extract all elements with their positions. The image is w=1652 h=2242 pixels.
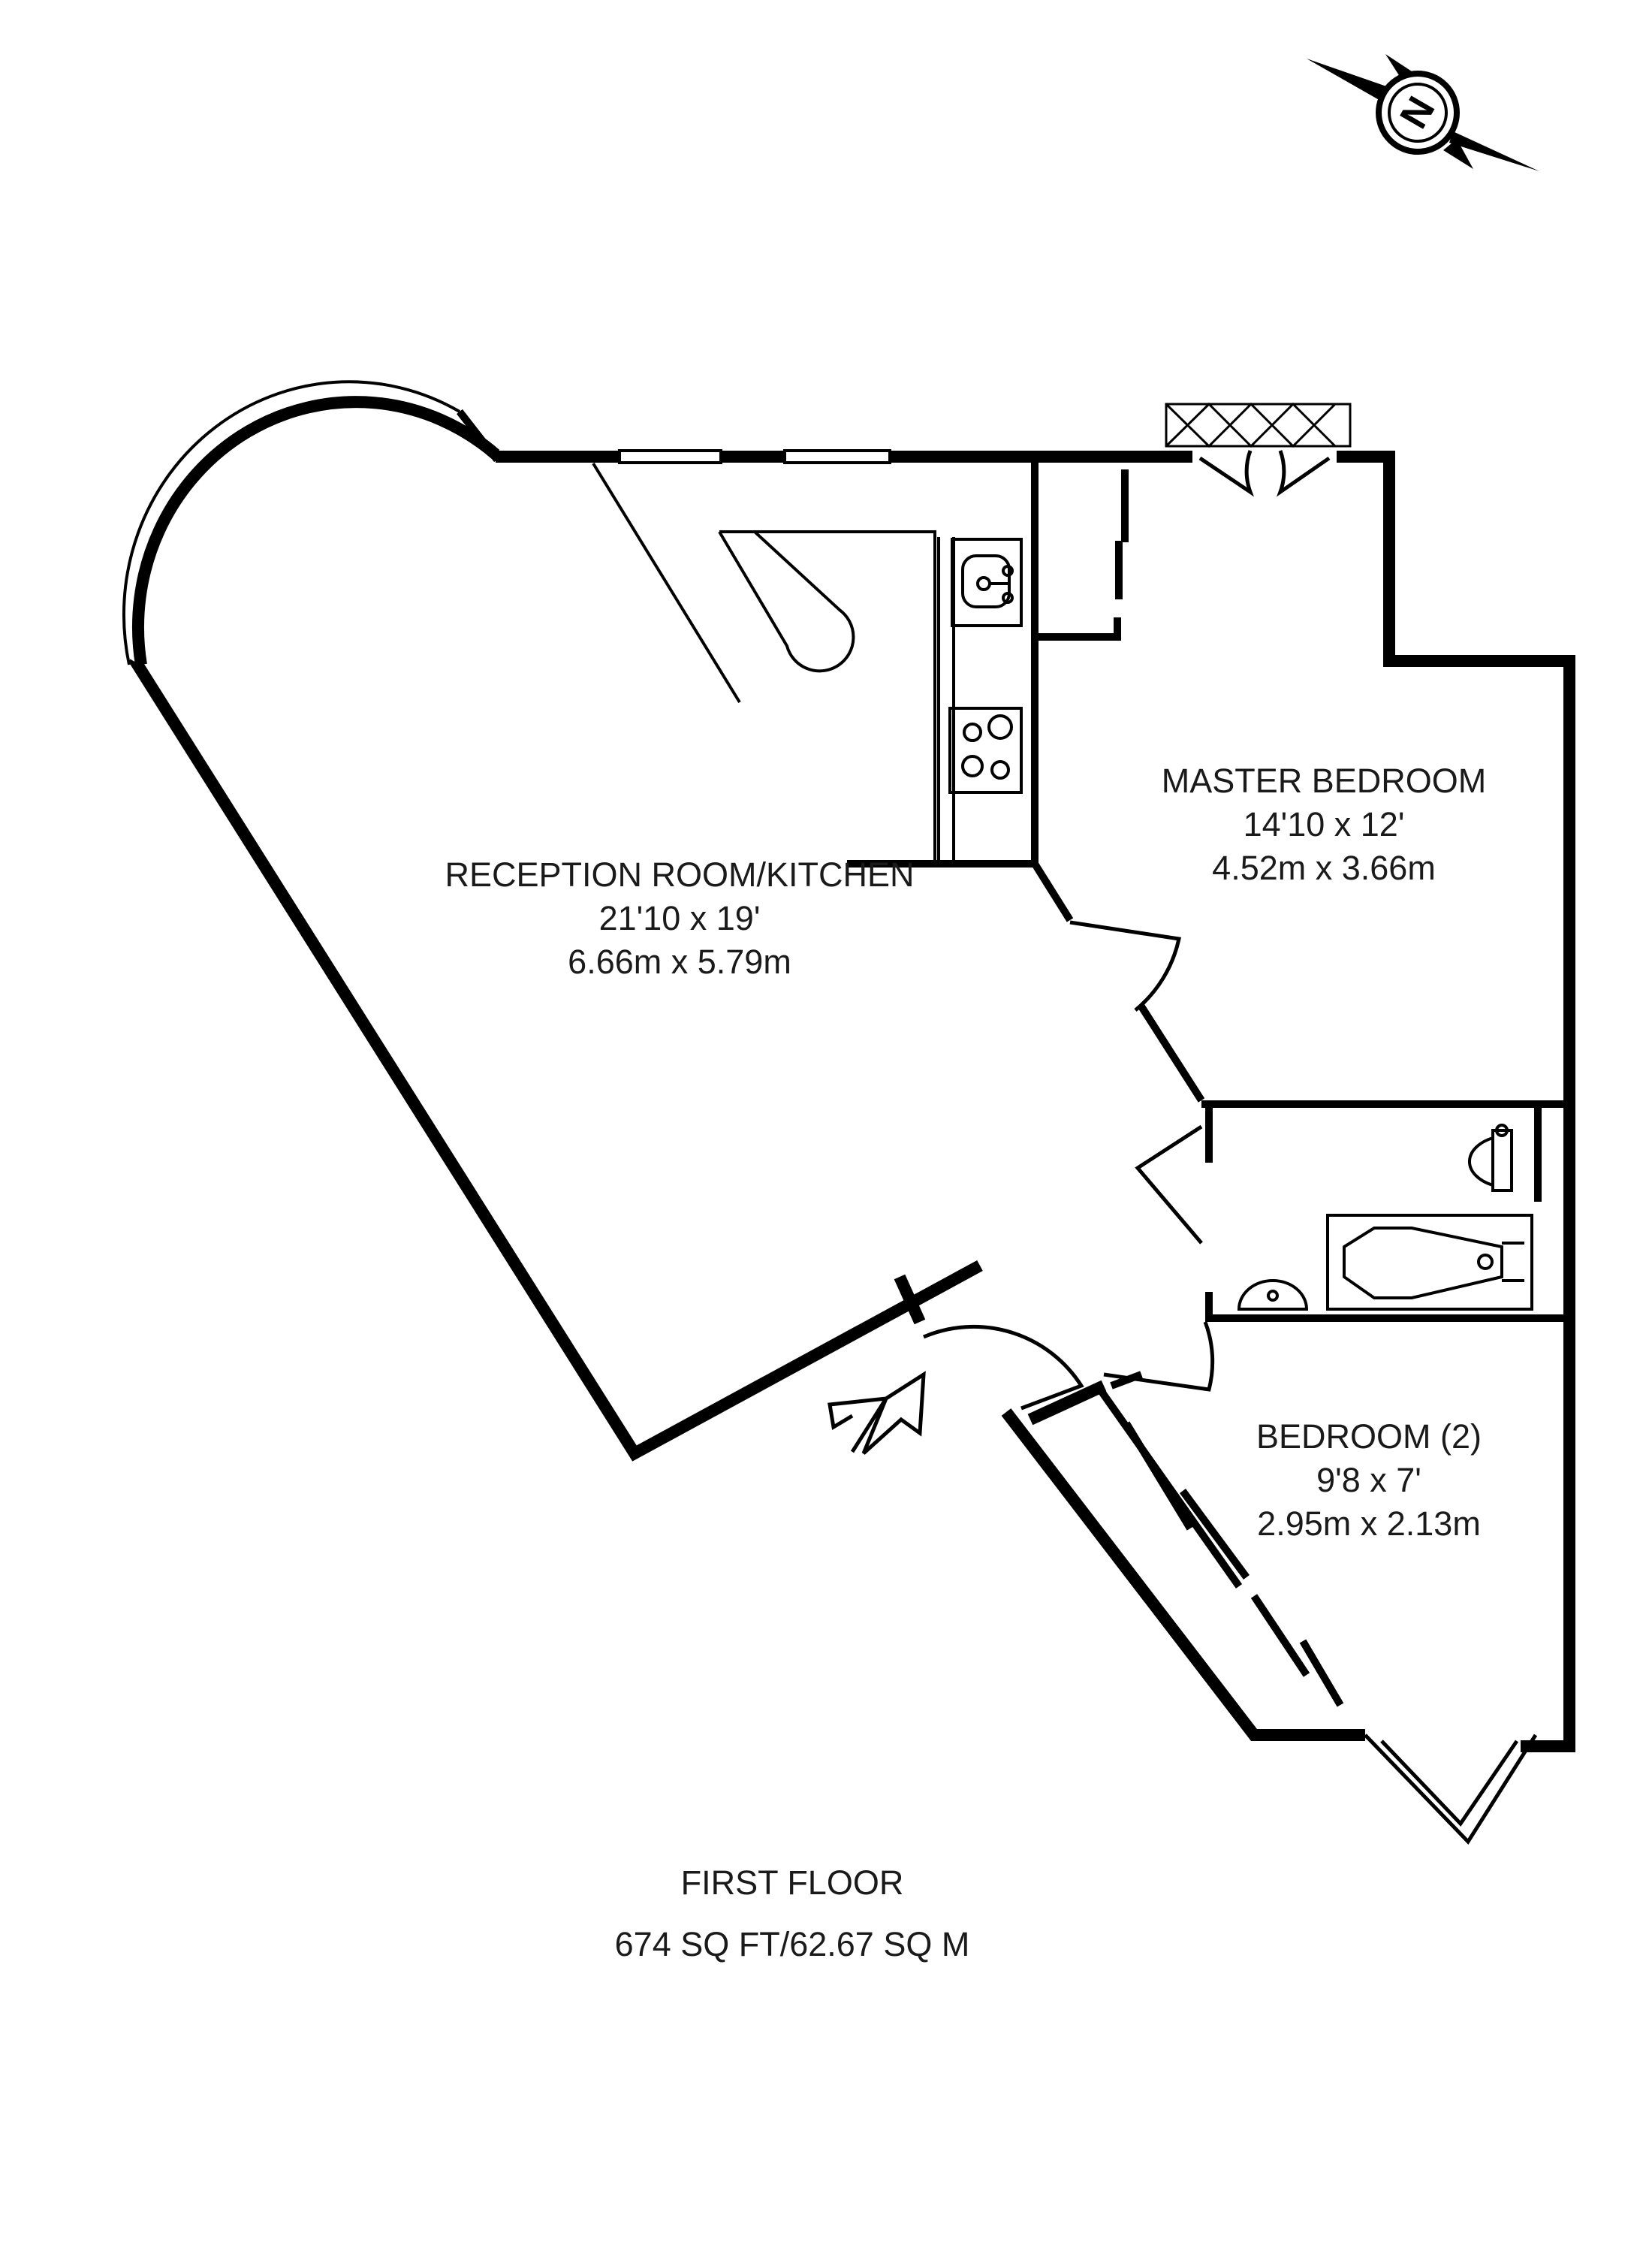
floor-caption: FIRST FLOOR 674 SQ FT/62.67 SQ M	[615, 1863, 970, 1963]
room-size-imperial: 21'10 x 19'	[599, 899, 761, 937]
bay-window	[1364, 1734, 1538, 1845]
toilet-icon	[1467, 1124, 1513, 1192]
room-label-reception: RECEPTION ROOM/KITCHEN 21'10 x 19' 6.66m…	[445, 855, 914, 981]
room-name: MASTER BEDROOM	[1162, 762, 1487, 800]
kitchen-counter	[937, 537, 1023, 860]
windows	[618, 449, 891, 464]
bathtub-icon	[1326, 1214, 1533, 1311]
entrance-arrow-icon	[828, 1371, 926, 1455]
floor-name: FIRST FLOOR	[681, 1863, 904, 1902]
room-name: RECEPTION ROOM/KITCHEN	[445, 855, 914, 894]
hob-icon	[948, 707, 1023, 794]
room-size-metric: 2.95m x 2.13m	[1257, 1504, 1481, 1543]
room-label-master-bedroom: MASTER BEDROOM 14'10 x 12' 4.52m x 3.66m	[1162, 762, 1487, 887]
floor-area: 674 SQ FT/62.67 SQ M	[615, 1925, 970, 1963]
balcony-door	[1165, 402, 1352, 497]
kitchen-island	[592, 462, 936, 860]
exterior-walls	[130, 451, 1575, 1752]
room-size-imperial: 9'8 x 7'	[1316, 1461, 1421, 1499]
washbasin-icon	[1237, 1279, 1309, 1311]
room-label-bedroom-2: BEDROOM (2) 9'8 x 7' 2.95m x 2.13m	[1256, 1417, 1482, 1543]
bay-wall	[122, 380, 500, 671]
room-size-imperial: 14'10 x 12'	[1244, 805, 1405, 843]
room-size-metric: 4.52m x 3.66m	[1212, 849, 1436, 887]
room-name: BEDROOM (2)	[1256, 1417, 1482, 1456]
room-size-metric: 6.66m x 5.79m	[568, 943, 791, 981]
doors	[923, 920, 1215, 1411]
wardrobe	[1123, 1421, 1344, 1707]
compass-icon: N	[1307, 54, 1539, 171]
